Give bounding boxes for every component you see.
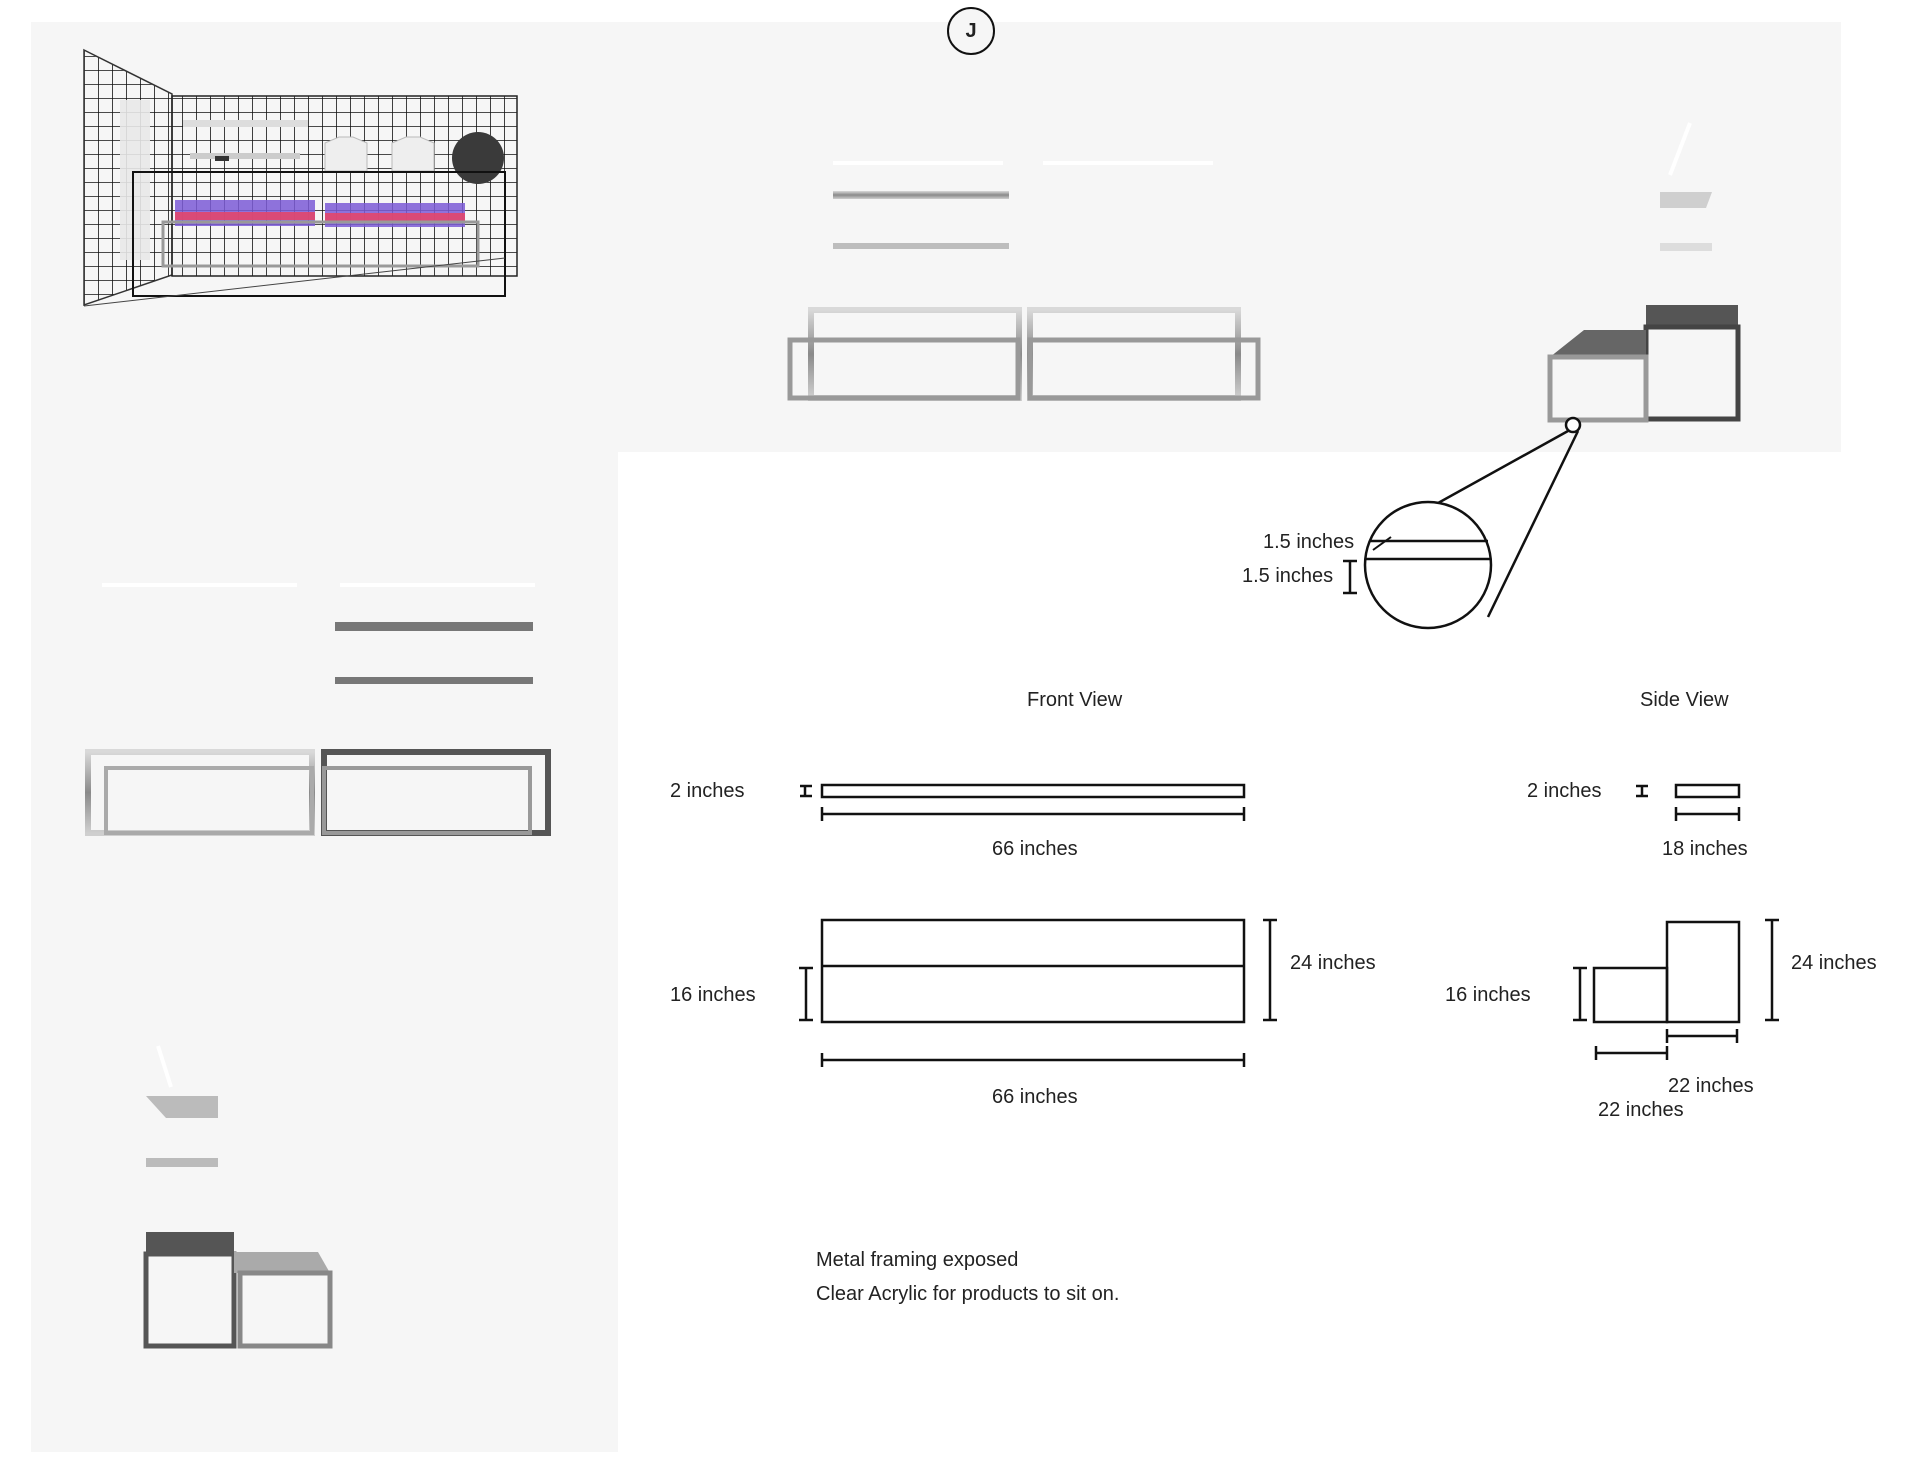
note-clear-acrylic: Clear Acrylic for products to sit on. <box>816 1283 1120 1305</box>
front-elevation-render <box>787 161 1261 401</box>
side-render <box>1343 122 1741 630</box>
side-table-high-height-label: 24 inches <box>1791 952 1877 974</box>
note-metal-framing: Metal framing exposed <box>816 1249 1019 1271</box>
side-shelf-depth-label: 18 inches <box>1662 838 1748 860</box>
detail-frame-thickness-label: 1.5 inches <box>1242 565 1334 587</box>
front-table-width-label: 66 inches <box>992 1086 1078 1108</box>
perspective-render <box>83 48 518 307</box>
sheet-marker-label: J <box>965 19 977 42</box>
left-front-render <box>85 583 551 836</box>
side-view-drawing <box>1573 783 1779 1060</box>
side-high-depth-label: 22 inches <box>1668 1075 1754 1097</box>
sheet-marker-badge: J <box>947 7 995 55</box>
side-shelf-height-label: 2 inches <box>1527 780 1602 802</box>
left-side-render <box>143 1045 333 1349</box>
front-shelf-width-label: 66 inches <box>992 838 1078 860</box>
detail-top-thickness-label: 1.5 inches <box>1263 531 1355 553</box>
side-table-low-height-label: 16 inches <box>1445 984 1531 1006</box>
side-view-title: Side View <box>1640 689 1729 711</box>
front-view-drawing <box>799 783 1277 1067</box>
left-render-panel <box>31 452 618 1452</box>
front-shelf-height-label: 2 inches <box>670 780 745 802</box>
side-low-depth-label: 22 inches <box>1598 1099 1684 1121</box>
front-table-high-height-label: 24 inches <box>1290 952 1376 974</box>
front-table-low-height-label: 16 inches <box>670 984 756 1006</box>
front-view-title: Front View <box>1027 689 1123 711</box>
